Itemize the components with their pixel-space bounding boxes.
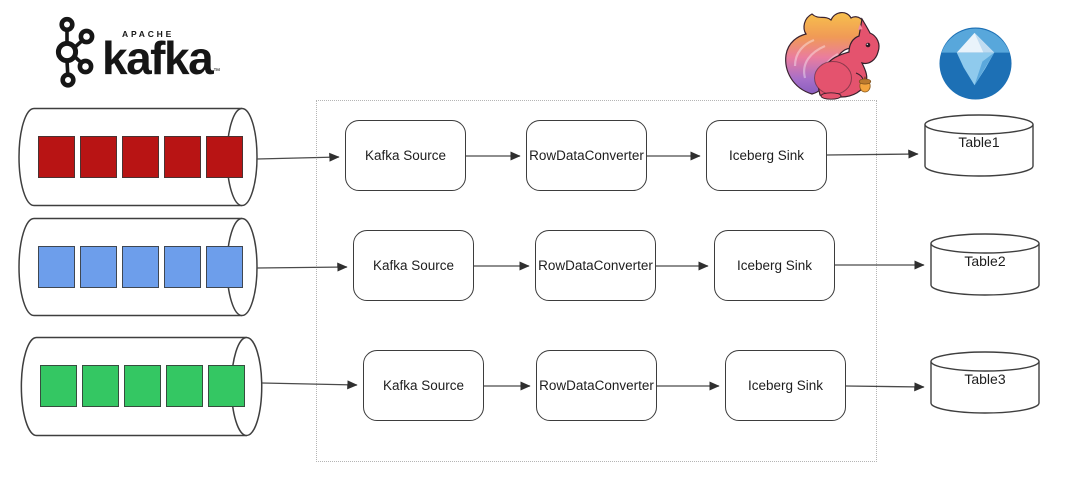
message-square (164, 136, 201, 178)
message-square (38, 136, 75, 178)
database-cylinder-icon (930, 351, 1040, 414)
kafka-nodes-icon (55, 16, 95, 88)
iceberg-table-3: Table3 (930, 351, 1040, 415)
table-label: Table3 (964, 371, 1006, 387)
iceberg-sink-node-2: Iceberg Sink (714, 230, 835, 301)
message-square (208, 365, 245, 407)
message-square (40, 365, 77, 407)
message-square (122, 246, 159, 288)
message-square (206, 136, 243, 178)
topic-2-messages (38, 246, 243, 288)
rowdataconverter-node-3: RowDataConverter (536, 350, 657, 421)
message-square (82, 365, 119, 407)
database-cylinder-icon (930, 233, 1040, 296)
trademark-symbol: ™ (213, 68, 221, 76)
message-square (166, 365, 203, 407)
topic-1-messages (38, 136, 243, 178)
message-square (124, 365, 161, 407)
iceberg-sink-node-3: Iceberg Sink (725, 350, 846, 421)
message-square (206, 246, 243, 288)
database-cylinder-icon (924, 114, 1034, 177)
kafka-topic-2 (8, 217, 260, 317)
rowdataconverter-node-2: RowDataConverter (535, 230, 656, 301)
kafka-topic-3 (10, 336, 263, 437)
message-square (122, 136, 159, 178)
rowdataconverter-node-1: RowDataConverter (526, 120, 647, 191)
kafka-source-node-1: Kafka Source (345, 120, 466, 191)
flink-job-boundary (316, 100, 877, 462)
kafka-topic-1 (8, 107, 260, 207)
kafka-logo: APACHE kafka ™ (48, 14, 220, 92)
message-square (80, 136, 117, 178)
iceberg-sink-node-1: Iceberg Sink (706, 120, 827, 191)
iceberg-table-2: Table2 (930, 233, 1040, 297)
message-square (164, 246, 201, 288)
apache-label: APACHE (122, 28, 175, 39)
kafka-source-node-3: Kafka Source (363, 350, 484, 421)
kafka-wordmark: APACHE kafka ™ (102, 28, 221, 84)
topic-3-messages (40, 365, 245, 407)
kafka-source-node-2: Kafka Source (353, 230, 474, 301)
message-square (80, 246, 117, 288)
iceberg-logo-icon (939, 27, 1012, 100)
table-label: Table2 (964, 253, 1006, 269)
iceberg-table-1: Table1 (924, 114, 1034, 178)
flink-squirrel-icon (785, 12, 880, 100)
table-label: Table1 (958, 134, 1000, 150)
kafka-name: kafka (102, 31, 214, 84)
message-square (38, 246, 75, 288)
